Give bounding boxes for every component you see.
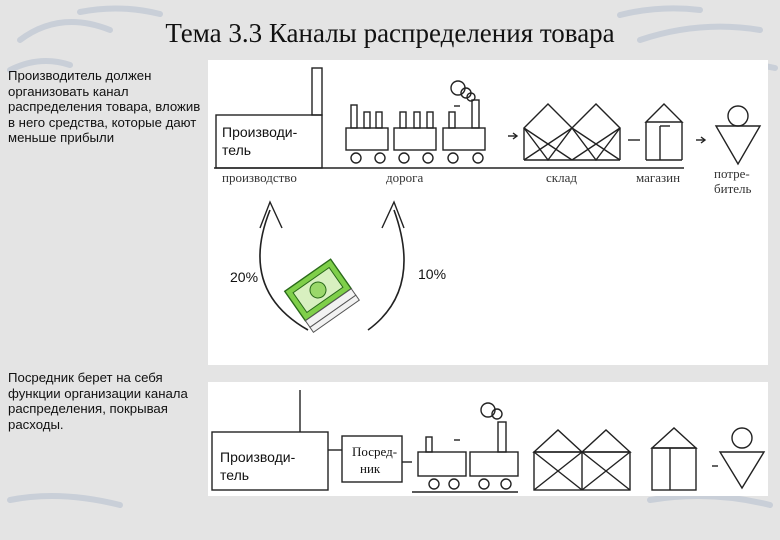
diagram-bottom-canvas: Производи- тель Посред- ник xyxy=(211,390,766,493)
diagram-top: Производи- тель производство дорога скла… xyxy=(208,60,768,365)
text-top: Производитель должен организовать канал … xyxy=(8,68,201,146)
shop-bottom xyxy=(650,427,698,491)
percent-left: 20% xyxy=(230,269,258,285)
factory-chimney xyxy=(311,67,323,116)
consumer-top xyxy=(714,105,762,166)
consumer-bottom xyxy=(718,427,766,490)
text-bottom: Посредник берет на себя функции организа… xyxy=(8,370,188,432)
arrow-right-head xyxy=(381,200,405,229)
producer-label-line1: Производи- xyxy=(222,124,298,140)
consumer-label-line1: потре- xyxy=(714,166,750,181)
warehouse-top xyxy=(523,103,621,162)
consumer-label-line2: битель xyxy=(714,181,752,196)
percent-right: 10% xyxy=(418,266,446,282)
producer-label-line2: тель xyxy=(222,142,251,158)
slide-title: Тема 3.3 Каналы распределения товара xyxy=(165,18,615,48)
producer-bottom-label-line1: Производи- xyxy=(220,449,296,465)
diagram-bottom: Производи- тель Посред- ник xyxy=(208,382,768,496)
intermediary-box xyxy=(341,435,403,483)
arrow-left xyxy=(259,209,309,331)
train-bottom xyxy=(412,402,519,493)
arrow-left-head xyxy=(259,200,283,229)
money-icon xyxy=(283,258,360,333)
diagram-top-canvas: Производи- тель производство дорога скла… xyxy=(214,67,762,333)
shop-top xyxy=(644,103,684,161)
stage-label-warehouse: склад xyxy=(546,170,577,185)
intermediary-label-line1: Посред- xyxy=(352,444,397,459)
stage-label-road: дорога xyxy=(386,170,423,185)
producer-box-bottom xyxy=(211,431,329,491)
producer-bottom-label-line2: тель xyxy=(220,467,249,483)
warehouse-bottom xyxy=(532,429,632,491)
train-top xyxy=(345,80,519,164)
arrow-right xyxy=(367,209,405,331)
intermediary-label-line2: ник xyxy=(360,461,381,476)
stage-label-shop: магазин xyxy=(636,170,680,185)
stage-label-production: производство xyxy=(222,170,297,185)
